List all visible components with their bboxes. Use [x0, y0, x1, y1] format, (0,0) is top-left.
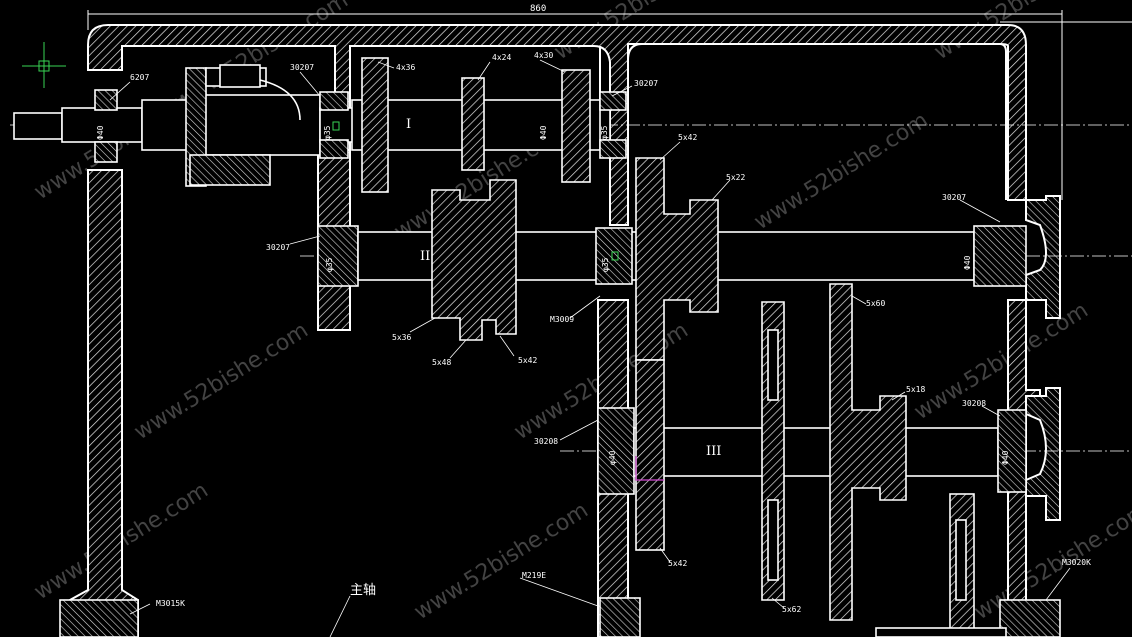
gear-5x62[interactable]	[761, 301, 785, 601]
gear-cluster-5x36-5x48-5x42[interactable]	[431, 179, 517, 341]
shaft-two-label: II	[420, 249, 430, 264]
bearing-label-30208-right: 30208	[962, 399, 986, 408]
overall-dimension-text: 860	[530, 4, 546, 14]
dim-phi40-a: Φ40	[539, 125, 548, 140]
dim-phi40-low-left: φ40	[608, 450, 617, 465]
grip-markers	[332, 121, 619, 261]
dim-phi35-mid: φ35	[601, 257, 610, 272]
gear-label-4x24: 4x24	[492, 53, 511, 62]
gear-label-5x36: 5x36	[392, 333, 411, 342]
gear-label-5x42-low: 5x42	[668, 559, 687, 568]
shaft-three-label: III	[706, 444, 721, 459]
dim-phi35-b: φ35	[600, 125, 609, 140]
gear-5x60[interactable]	[829, 283, 907, 621]
watermark: www.52bishe.com	[910, 298, 1093, 425]
input-shaft[interactable]	[13, 64, 321, 187]
bearing-label-30208-left: 30208	[534, 437, 558, 446]
dim-phi35-left: φ35	[325, 257, 334, 272]
bearing-label-30207-left: 30207	[266, 243, 290, 252]
gear-label-4x36: 4x36	[396, 63, 415, 72]
gear-label-5x48: 5x48	[432, 358, 451, 367]
gear-4x36[interactable]	[361, 57, 389, 193]
gear-label-5x18: 5x18	[906, 385, 925, 394]
gear-label-5x62: 5x62	[782, 605, 801, 614]
seal-label-m3020k: M3020K	[1062, 558, 1091, 567]
main-spindle[interactable]	[59, 597, 1061, 637]
watermark: www.52bishe.com	[130, 318, 313, 445]
gear-label-5x42-mid: 5x42	[518, 356, 537, 365]
gear-label-5x22: 5x22	[726, 173, 745, 182]
gear-4x30[interactable]	[561, 69, 591, 183]
overall-dimension	[87, 10, 1132, 200]
gear-label-4x30: 4x30	[534, 51, 553, 60]
ucs-marker-icon	[635, 456, 664, 481]
leader-lines	[109, 59, 1071, 637]
right-bearing-cap-mid[interactable]	[1025, 387, 1061, 521]
gear-5x42-low[interactable]	[635, 359, 665, 551]
bearing-label-6207: 6207	[130, 73, 149, 82]
dim-phi40-low-right: Φ40	[1001, 450, 1010, 465]
main-shaft-label: 主轴	[350, 583, 376, 598]
seal-label-m3009: M3009	[550, 315, 574, 324]
gear-4x24[interactable]	[461, 77, 485, 171]
dim-phi40-right: Φ40	[963, 255, 972, 270]
watermark: www.52bishe.com	[750, 108, 933, 235]
dim-phi35-a: φ35	[323, 125, 332, 140]
cursor-crosshair-icon	[22, 42, 66, 88]
gear-label-5x42-top: 5x42	[678, 133, 697, 142]
watermark: www.52bishe.com	[410, 498, 593, 625]
bearing-label-30207-top: 30207	[290, 63, 314, 72]
dim-phi40-b: Φ40	[96, 125, 105, 140]
bearing-label-30207-right-mid: 30207	[942, 193, 966, 202]
gear-label-5x60: 5x60	[866, 299, 885, 308]
gear-5x18[interactable]	[949, 493, 975, 637]
seal-label-m3015k: M3015K	[156, 599, 185, 608]
shaft-three[interactable]	[597, 407, 1027, 495]
seal-label-m219e: M219E	[522, 571, 546, 580]
shaft-one-label: I	[406, 117, 411, 132]
bearing-label-30207-right-top: 30207	[634, 79, 658, 88]
right-bearing-cap-top[interactable]	[1025, 195, 1061, 319]
